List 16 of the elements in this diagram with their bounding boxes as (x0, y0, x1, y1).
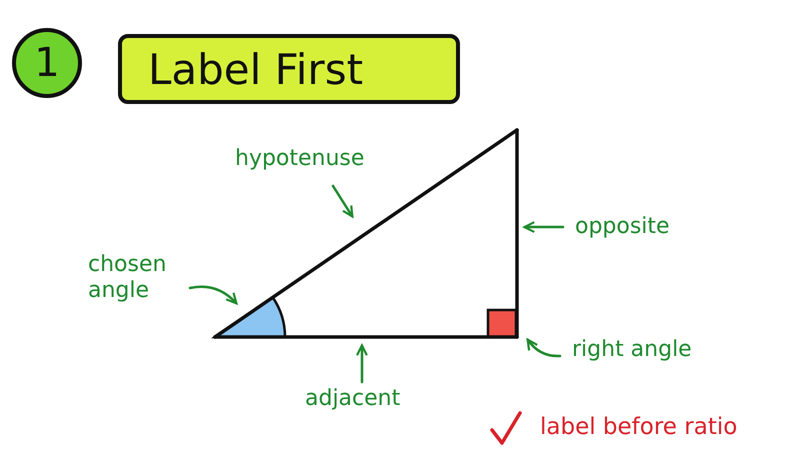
leader-label: right angle (572, 337, 692, 363)
title-banner: Label First (118, 34, 460, 104)
leader-line (524, 221, 564, 233)
leader-line (188, 286, 238, 304)
angle-wedge (214, 296, 286, 338)
leader-line (332, 184, 354, 218)
leader-label: adjacent (305, 386, 400, 412)
leader-line (356, 344, 368, 384)
hypotenuse-side (213, 128, 519, 339)
step-number-badge: 1 (12, 28, 82, 98)
right-angle-square (486, 308, 518, 338)
leader-label: hypotenuse (235, 146, 364, 172)
leader-line (526, 338, 562, 358)
leader-label: opposite (575, 214, 670, 240)
leader-label: chosen angle (88, 252, 208, 304)
note-text: label before ratio (540, 414, 738, 440)
